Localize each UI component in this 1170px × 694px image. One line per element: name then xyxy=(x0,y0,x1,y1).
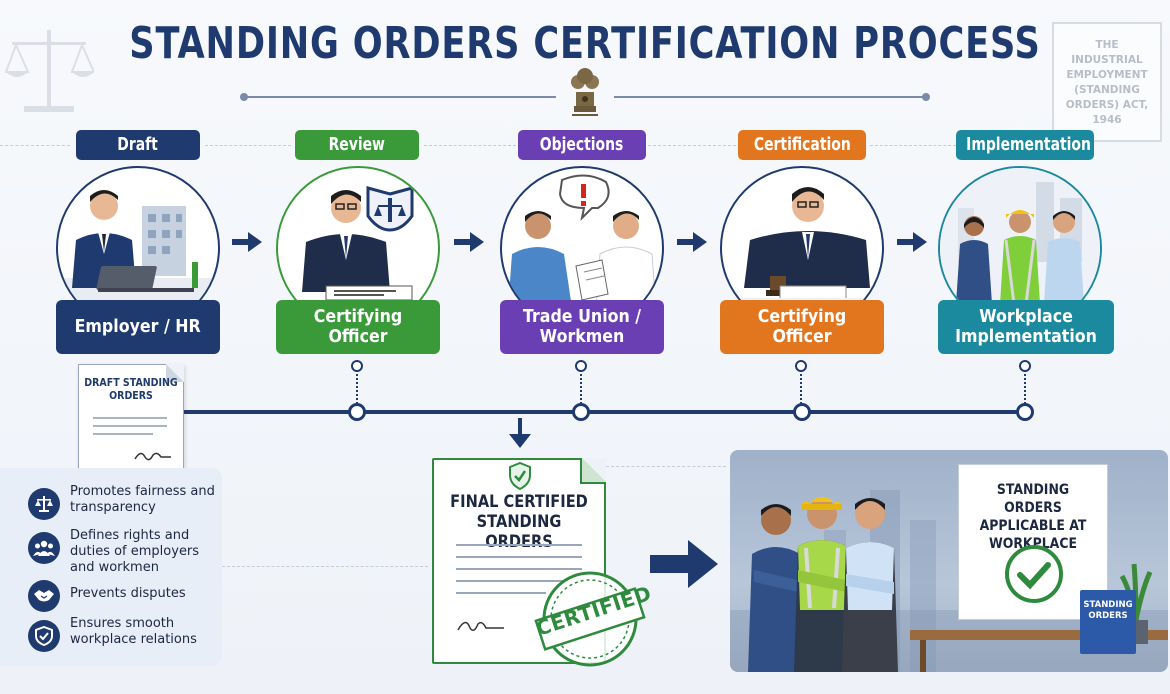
connector-line xyxy=(580,362,582,404)
draft-document-title: DRAFT STANDING ORDERS xyxy=(84,377,178,402)
benefit-text: Promotes fairness and transparency xyxy=(70,484,215,515)
arrow-right-icon xyxy=(232,232,262,252)
officer-signing-illustration xyxy=(302,186,414,301)
stage-label-draft: Draft xyxy=(76,130,200,160)
text-line xyxy=(456,544,582,546)
timeline-node xyxy=(793,403,811,421)
people-icon xyxy=(28,532,60,564)
text-line xyxy=(456,568,582,570)
title-divider-dot xyxy=(922,93,930,101)
title-divider-left xyxy=(244,96,556,98)
timeline-bar xyxy=(183,410,1029,414)
standing-orders-poster: STANDING ORDERS APPLICABLE AT WORKPLACE xyxy=(958,464,1108,620)
benefit-item: Defines rights and duties of employers a… xyxy=(28,528,218,575)
arrow-right-icon xyxy=(897,232,927,252)
text-line xyxy=(456,580,566,582)
guide-line xyxy=(648,145,736,146)
scales-watermark-icon xyxy=(4,30,94,112)
arrow-right-icon xyxy=(677,232,707,252)
role-employer-hr: Employer / HR xyxy=(56,300,220,354)
connector-dot xyxy=(1019,360,1031,372)
role-trade-union-workmen: Trade Union / Workmen xyxy=(500,300,664,354)
scales-icon xyxy=(28,488,60,520)
signature-icon xyxy=(134,452,171,461)
benefit-item: Prevents disputes xyxy=(28,576,218,616)
page-fold xyxy=(580,458,606,484)
role-certifying-officer: Certifying Officer xyxy=(720,300,884,354)
benefit-text: Ensures smooth workplace relations xyxy=(70,616,197,647)
connector-line xyxy=(1024,362,1026,404)
timeline-node xyxy=(1016,403,1034,421)
binder-text: STANDING ORDERS xyxy=(1083,600,1133,621)
role-workplace-implementation: Workplace Implementation xyxy=(938,300,1114,354)
connector-dot xyxy=(795,360,807,372)
role-certifying-officer-review: Certifying Officer xyxy=(276,300,440,354)
title-divider-right xyxy=(614,96,926,98)
standing-orders-binder: STANDING ORDERS xyxy=(1080,590,1136,654)
certified-stamp xyxy=(534,571,646,667)
act-reference-text: THE INDUSTRIAL EMPLOYMENT (STANDING ORDE… xyxy=(1065,39,1149,126)
benefit-item: Promotes fairness and transparency xyxy=(28,484,218,524)
benefits-panel: Promotes fairness and transparency Defin… xyxy=(0,468,222,666)
arrow-right-icon xyxy=(454,232,484,252)
poster-text: STANDING ORDERS APPLICABLE AT WORKPLACE xyxy=(979,482,1087,552)
timeline-node xyxy=(572,403,590,421)
draft-standing-orders-document: DRAFT STANDING ORDERS xyxy=(78,364,184,472)
act-reference-document: THE INDUSTRIAL EMPLOYMENT (STANDING ORDE… xyxy=(1052,22,1162,142)
signature-icon xyxy=(457,621,504,631)
benefit-item: Ensures smooth workplace relations xyxy=(28,616,218,656)
connector-line xyxy=(356,362,358,404)
shield-check-icon xyxy=(28,620,60,652)
timeline-node xyxy=(348,403,366,421)
national-emblem-icon xyxy=(571,68,599,116)
stage-label-objections: Objections xyxy=(518,130,646,160)
guide-line xyxy=(424,145,516,146)
text-line xyxy=(456,592,546,594)
shield-check-icon xyxy=(509,462,531,490)
stage-label-review: Review xyxy=(295,130,419,160)
page-fold xyxy=(166,364,184,382)
guide-line xyxy=(222,566,428,567)
arrow-down-icon xyxy=(509,418,531,448)
stage-label-implementation: Implementation xyxy=(956,130,1094,160)
stage-label-certification: Certification xyxy=(738,130,866,160)
page-title: STANDING ORDERS CERTIFICATION PROCESS xyxy=(129,18,1041,69)
benefit-text: Defines rights and duties of employers a… xyxy=(70,528,200,575)
handshake-icon xyxy=(28,580,60,612)
title-divider-dot xyxy=(240,93,248,101)
benefit-text: Prevents disputes xyxy=(70,586,186,601)
connector-dot xyxy=(351,360,363,372)
guide-line xyxy=(205,145,291,146)
guide-line xyxy=(0,145,70,146)
discussion-illustration xyxy=(508,174,657,309)
guide-line xyxy=(870,145,956,146)
final-document-title: FINAL CERTIFIED STANDING ORDERS xyxy=(450,492,588,552)
text-line xyxy=(456,556,582,558)
connector-line xyxy=(800,362,802,404)
checkmark-circle-icon xyxy=(1005,545,1063,603)
connector-dot xyxy=(575,360,587,372)
guide-line xyxy=(606,466,726,467)
arrow-right-large-icon xyxy=(650,540,718,588)
